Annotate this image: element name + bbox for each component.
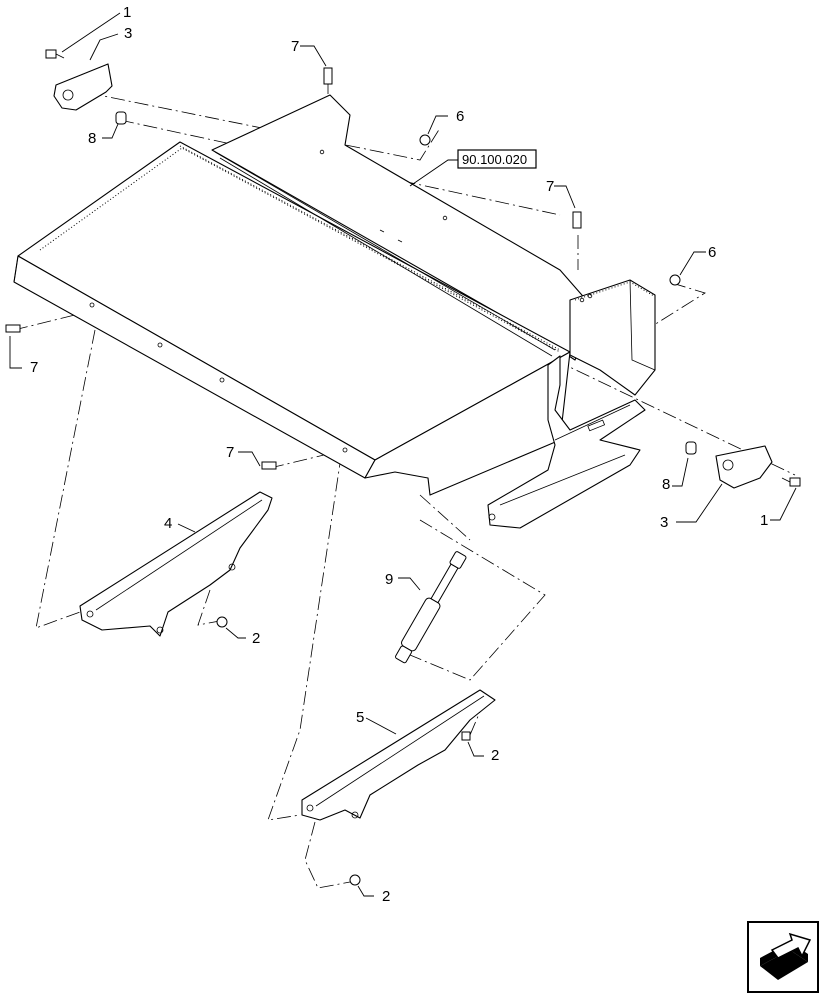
- pivot-bracket-right: [715, 445, 773, 489]
- nut: [349, 874, 361, 886]
- callout-7: 7: [226, 444, 234, 461]
- callout-2: 2: [252, 630, 260, 647]
- nut: [669, 274, 681, 286]
- callout-2: 2: [382, 888, 390, 905]
- callout-6: 6: [456, 108, 464, 125]
- callout-1: 1: [123, 4, 131, 21]
- support-bracket-upper: [79, 491, 273, 637]
- reference-label: 90.100.020: [462, 152, 527, 167]
- bushing: [685, 441, 697, 455]
- screw: [572, 211, 582, 229]
- reference-box[interactable]: 90.100.020: [457, 149, 537, 169]
- nut: [461, 731, 471, 741]
- callout-7: 7: [30, 359, 38, 376]
- callout-2: 2: [491, 747, 499, 764]
- screw: [261, 461, 277, 470]
- callout-3: 3: [124, 25, 132, 42]
- callout-7: 7: [291, 38, 299, 55]
- cover-assembly: [13, 94, 656, 496]
- nut: [216, 616, 228, 628]
- pivot-bracket-left: [53, 63, 113, 111]
- callout-7: 7: [546, 178, 554, 195]
- bolt: [45, 49, 65, 59]
- screw: [323, 67, 333, 85]
- gas-strut: [395, 551, 467, 664]
- support-bracket-lower: [301, 689, 496, 821]
- callout-3: 3: [660, 514, 668, 531]
- bolt: [781, 477, 801, 487]
- callout-9: 9: [385, 571, 393, 588]
- nut: [419, 134, 431, 146]
- leader-lines: [9, 12, 797, 897]
- bushing: [115, 111, 127, 125]
- callout-8: 8: [88, 130, 96, 147]
- hinge-arm: [487, 355, 646, 529]
- callout-6: 6: [708, 244, 716, 261]
- screw: [5, 324, 21, 333]
- callout-4: 4: [164, 515, 172, 532]
- callout-8: 8: [662, 476, 670, 493]
- callout-1: 1: [760, 512, 768, 529]
- next-arrow-icon[interactable]: [747, 921, 819, 993]
- callouts: 1 3 7 6 8 7 6 7 7 8 3 1 4 2 9 5 2 2: [30, 4, 768, 905]
- callout-5: 5: [356, 709, 364, 726]
